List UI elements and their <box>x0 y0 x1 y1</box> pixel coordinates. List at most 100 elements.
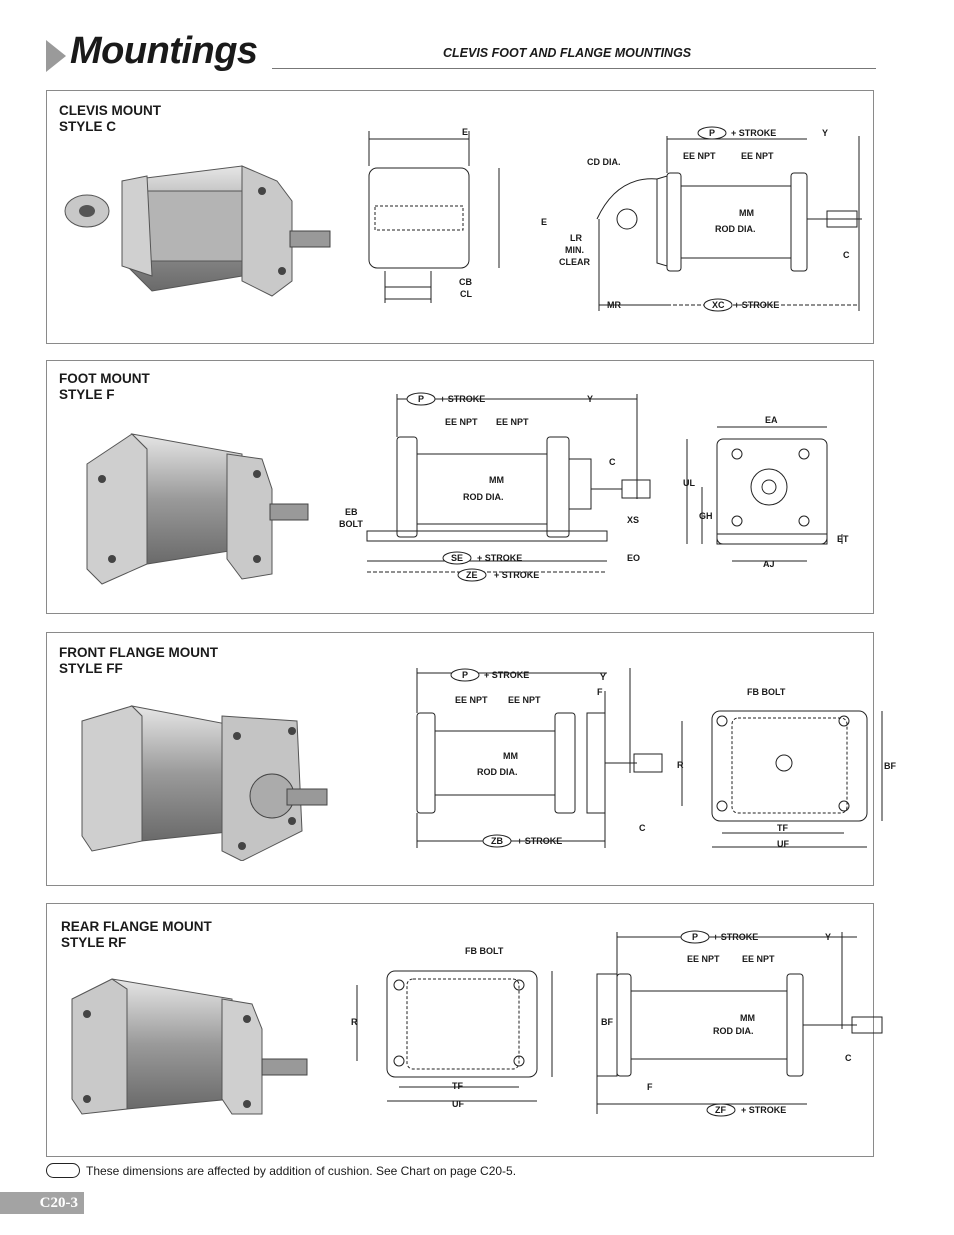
dim-aj: AJ <box>763 559 775 569</box>
dim-bf: BF <box>601 1017 613 1027</box>
title-line-2: STYLE RF <box>61 935 127 950</box>
dim-y: Y <box>587 394 593 404</box>
front-flange-dimension-drawing: P + STROKE Y F EE NPT EE NPT MM ROD DIA.… <box>416 668 896 849</box>
dim-p-stroke: + STROKE <box>440 394 485 404</box>
page-title: Mountings <box>70 30 258 72</box>
dim-uf: UF <box>777 839 789 849</box>
dim-se: SE <box>451 553 463 563</box>
title-line-1: CLEVIS MOUNT <box>59 103 162 118</box>
section-foot-mount: FOOT MOUNT STYLE F <box>46 360 874 614</box>
dim-f: F <box>647 1082 653 1092</box>
title-line-1: REAR FLANGE MOUNT <box>61 919 212 934</box>
footnote-text: These dimensions are affected by additio… <box>86 1163 517 1178</box>
dim-y: Y <box>825 932 831 942</box>
cushion-oval-icon <box>697 126 727 140</box>
dim-bolt: BOLT <box>339 519 363 529</box>
dim-mm: MM <box>740 1013 755 1023</box>
cylinder-photo-rear-flange <box>71 978 308 1115</box>
header-arrow-icon <box>46 40 66 72</box>
rear-flange-dimension-drawing: FB BOLT R BF TF UF P + STROKE Y EE NPT E… <box>351 930 883 1117</box>
cushion-footnote: These dimensions are affected by additio… <box>46 1163 516 1178</box>
section-title: CLEVIS MOUNT STYLE C <box>59 103 161 135</box>
dim-cl: CL <box>460 289 472 299</box>
dim-eb: EB <box>345 507 358 517</box>
dim-p: P <box>462 670 468 680</box>
dim-rod-dia: ROD DIA. <box>477 767 518 777</box>
cushion-oval-icon <box>703 298 733 312</box>
dim-c: C <box>639 823 646 833</box>
dim-mm: MM <box>489 475 504 485</box>
title-line-2: STYLE FF <box>59 661 123 676</box>
dim-c: C <box>845 1053 852 1063</box>
dim-zf: ZF <box>715 1105 726 1115</box>
dim-cb: CB <box>459 277 472 287</box>
dim-gh: GH <box>699 511 713 521</box>
cushion-oval-icon <box>442 551 472 565</box>
ee-npt-label: EE NPT <box>445 417 478 427</box>
dim-y: Y <box>600 672 606 682</box>
dim-y: Y <box>822 128 828 138</box>
cushion-oval-icon <box>450 668 480 682</box>
dim-mm: MM <box>739 208 754 218</box>
ee-npt-label: EE NPT <box>741 151 774 161</box>
dim-rod-dia: ROD DIA. <box>715 224 756 234</box>
section-rear-flange-mount: REAR FLANGE MOUNT STYLE RF <box>46 903 883 1157</box>
cylinder-photo-clevis <box>64 165 331 297</box>
ee-npt-label: EE NPT <box>496 417 529 427</box>
dim-uf: UF <box>452 1099 464 1109</box>
cushion-oval-icon <box>46 1163 80 1178</box>
section-front-flange-mount: FRONT FLANGE MOUNT STYLE FF <box>46 632 896 886</box>
dim-xs: XS <box>627 515 639 525</box>
dim-fb-bolt: FB BOLT <box>465 946 504 956</box>
cushion-oval-icon <box>406 392 436 406</box>
dim-rod-dia: ROD DIA. <box>713 1026 754 1036</box>
ee-npt-label: EE NPT <box>455 695 488 705</box>
page-number: C20-3 <box>0 1192 84 1214</box>
page-subtitle: CLEVIS FOOT AND FLANGE MOUNTINGS <box>443 46 692 60</box>
title-line-2: STYLE F <box>59 387 115 402</box>
dim-et: ET <box>837 534 849 544</box>
dim-rod-dia: ROD DIA. <box>463 492 504 502</box>
dim-xc-stroke: + STROKE <box>734 300 779 310</box>
dim-bf: BF <box>884 761 896 771</box>
ee-npt-label: EE NPT <box>687 954 720 964</box>
dim-zf-stroke: + STROKE <box>741 1105 786 1115</box>
dim-ze-stroke: + STROKE <box>494 570 539 580</box>
cushion-oval-icon <box>680 930 710 944</box>
dim-zb: ZB <box>491 836 503 846</box>
dim-e-top: E <box>462 127 468 137</box>
cushion-oval-icon <box>457 568 487 582</box>
title-line-1: FOOT MOUNT <box>59 371 150 386</box>
section-title: REAR FLANGE MOUNT STYLE RF <box>61 919 212 951</box>
dim-se-stroke: + STROKE <box>477 553 522 563</box>
dim-clear: CLEAR <box>559 257 590 267</box>
dim-mm: MM <box>503 751 518 761</box>
cushion-oval-icon <box>482 834 512 848</box>
dim-fb-bolt: FB BOLT <box>747 687 786 697</box>
ee-npt-label: EE NPT <box>683 151 716 161</box>
dim-ze: ZE <box>466 570 478 580</box>
dim-e-side: E <box>541 217 547 227</box>
dim-c: C <box>843 250 850 260</box>
header-rule <box>272 68 876 69</box>
dim-xc: XC <box>712 300 725 310</box>
section-title: FRONT FLANGE MOUNT STYLE FF <box>59 645 218 677</box>
title-line-2: STYLE C <box>59 119 117 134</box>
dim-r: R <box>351 1017 358 1027</box>
dim-r: R <box>677 760 684 770</box>
cylinder-photo-front-flange <box>81 705 328 861</box>
dim-c: C <box>609 457 616 467</box>
dim-f: F <box>597 687 603 697</box>
dim-p: P <box>418 394 424 404</box>
dim-p-stroke: + STROKE <box>713 932 758 942</box>
dim-p-stroke: + STROKE <box>484 670 529 680</box>
title-line-1: FRONT FLANGE MOUNT <box>59 645 218 660</box>
dim-lr: LR <box>570 233 582 243</box>
dim-mr: MR <box>607 300 621 310</box>
cushion-oval-icon <box>706 1103 736 1117</box>
dim-p-stroke: + STROKE <box>731 128 776 138</box>
ee-npt-label: EE NPT <box>742 954 775 964</box>
dim-zb-stroke: + STROKE <box>517 836 562 846</box>
dim-eo: EO <box>627 553 640 563</box>
foot-dimension-drawing: P + STROKE Y EE NPT EE NPT C MM ROD DIA.… <box>339 392 849 582</box>
